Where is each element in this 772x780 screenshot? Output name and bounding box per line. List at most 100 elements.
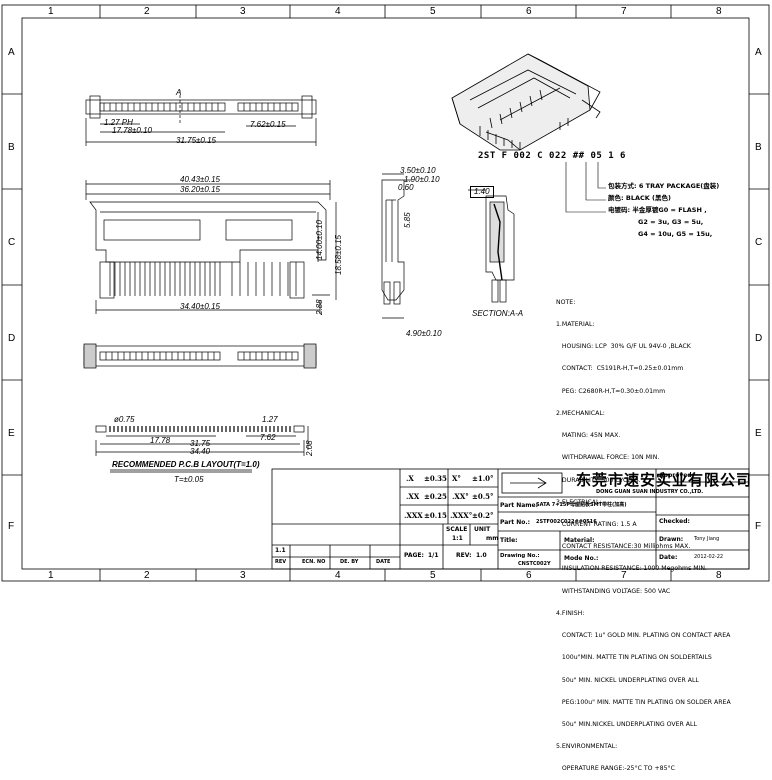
row-label: F (8, 521, 15, 532)
pcb-layout (95, 425, 309, 473)
part-name: SATA 7+15P母座贴板SMT带柱(加高) (536, 502, 627, 508)
row-label: F (755, 521, 762, 532)
col-label: 6 (526, 6, 532, 17)
dim-inner: 36.20±0.15 (180, 185, 220, 194)
note-line: WITHSTANDING VOLTAGE: 500 VAC (556, 587, 671, 595)
title-label: Title: (500, 537, 518, 544)
legend-plating-2: G2 = 3u, G3 = 5u, (638, 218, 704, 226)
dim-side-4: 5.85 (403, 212, 412, 228)
part-no: 2STF002C022##0516 (536, 519, 597, 525)
row-label: B (8, 142, 15, 153)
note-line: HOUSING: LCP 30% G/F UL 94V-0 ,BLACK (556, 343, 691, 351)
outer-frame (1, 4, 770, 582)
tol-xx-val: ±0.25 (424, 492, 447, 501)
company-name-cn: 东莞市速安实业有限公司 (576, 471, 753, 489)
iso-view (451, 53, 601, 151)
scale-label: SCALE (446, 526, 468, 533)
dim-pcb-h: 2.08 (305, 440, 314, 456)
tol-xx: .XX (406, 492, 420, 501)
note-line: WITHDRAWAL FORCE: 10N MIN. (556, 454, 660, 462)
tol-deg: X° (452, 474, 461, 483)
note-line: CONTACT: 1u" GOLD MIN. PLATING ON CONTAC… (556, 632, 731, 640)
bottom-view (83, 343, 317, 369)
page-value: 1/1 (428, 552, 439, 559)
col-label: 5 (430, 570, 436, 581)
col-label: 1 (48, 6, 54, 17)
row-label: D (755, 333, 763, 344)
col-label: 6 (526, 570, 532, 581)
legend-package: 包装方式: 6 TRAY PACKAGE(盘装) (608, 182, 720, 190)
col-label: 4 (335, 6, 341, 17)
note-line: CONTACT: C5191R-H,T=0.25±0.01mm (556, 365, 684, 373)
note-line: DURABILITY: 500 CYCLES. (556, 476, 641, 484)
date-label: Date: (659, 554, 678, 561)
dim-side-1: 3.50±0.10 (400, 166, 436, 175)
section-view (468, 189, 515, 303)
rev-value: 1.0 (476, 552, 487, 559)
col-label: 7 (621, 6, 627, 17)
dim-height-2: 18.58±0.15 (334, 235, 343, 275)
part-name-label: Part Name: (500, 502, 538, 509)
dim-pcb-w3: 31.75 (190, 439, 211, 448)
dim-section: 1.40 (470, 186, 494, 198)
date-value: 2012-02-22 (694, 554, 724, 560)
tol-xxx-val: ±0.15 (424, 511, 447, 520)
pcb-tolerance: T=±0.05 (174, 475, 204, 484)
row-label: E (8, 428, 15, 439)
dim-side-bottom: 4.90±0.10 (406, 329, 442, 338)
rev-header-ecn: ECN. NO (302, 559, 326, 565)
front-view (85, 180, 337, 314)
notes-block: NOTE: 1.MATERIAL: HOUSING: LCP 30% G/F U… (556, 284, 731, 780)
row-label: B (755, 142, 762, 153)
col-label: 7 (621, 570, 627, 581)
legend-plating-3: G4 = 10u, G5 = 15u, (638, 230, 713, 238)
note-line: OPERATURE RANGE:-25°C TO +85°C (556, 765, 675, 773)
col-label: 2 (144, 570, 150, 581)
tol-deg3-val: ±0.2° (472, 511, 494, 520)
note-line: 4.FINISH: (556, 609, 585, 617)
drawing-no-label: Drawing No.: (500, 553, 540, 559)
tol-deg3: .XXX° (450, 511, 473, 520)
title-block-grid (271, 468, 750, 570)
tol-x-val: ±0.35 (424, 474, 447, 483)
dim-pcb-total: 34.40 (190, 447, 211, 456)
legend-color: 颜色: BLACK (黑色) (608, 194, 672, 202)
tol-x: .X (406, 474, 414, 483)
dim-side-3: 0.60 (398, 183, 414, 192)
col-label: 4 (335, 570, 341, 581)
row-label: A (755, 47, 762, 58)
col-label: 2 (144, 6, 150, 17)
col-label: 5 (430, 6, 436, 17)
tol-deg2-val: ±0.5° (472, 492, 494, 501)
drawn-by: Tony Jiang (694, 536, 720, 542)
col-label: 1 (48, 570, 54, 581)
company-name-en: DONG GUAN SUAN INDUSTRY CO.,LTD. (596, 489, 704, 495)
note-line: PEG:100u" MIN. MATTE TIN PLATING ON SOLD… (556, 698, 731, 706)
dim-hole: ø0.75 (114, 415, 135, 424)
dim-pcb-w1: 17.78 (150, 436, 171, 445)
tol-deg2: .XX° (452, 492, 469, 501)
row-label: C (8, 237, 16, 248)
col-label: 3 (240, 6, 246, 17)
dim-outer: 40.43±0.15 (180, 175, 220, 184)
checked-label: Checked: (659, 518, 690, 525)
rev-header-date: DATE (376, 559, 391, 565)
dim-side-2: 1.90±0.10 (404, 175, 440, 184)
dim-pitch: 1.27 PH (104, 118, 133, 127)
dim-pins: 34.40±0.15 (180, 302, 220, 311)
part-code: 2ST F 002 C 022 ## 05 1 6 (478, 151, 626, 161)
tol-deg-val: ±1.0° (472, 474, 494, 483)
section-label: SECTION:A-A (472, 309, 524, 318)
note-line: 50u" MIN.NICKEL UNDERPLATING OVER ALL (556, 720, 697, 728)
unit-value: mm (486, 535, 499, 542)
material-label: Material: (564, 537, 595, 544)
dim-pcb-w2: 7.62 (260, 433, 276, 442)
legend-plating: 电镀码: 半金厚镀G0 = FLASH , (608, 206, 707, 214)
note-line: 5.ENVIRONMENTAL: (556, 743, 618, 751)
pcb-title: RECOMMENDED P.C.B LAYOUT(T=1.0) (112, 460, 260, 469)
dim-width-1: 17.78±0.10 (112, 126, 152, 135)
col-label: 8 (716, 6, 722, 17)
row-label: E (755, 428, 762, 439)
unit-label: UNIT (474, 526, 491, 533)
rev-table-rev: 1.1 (275, 547, 286, 554)
